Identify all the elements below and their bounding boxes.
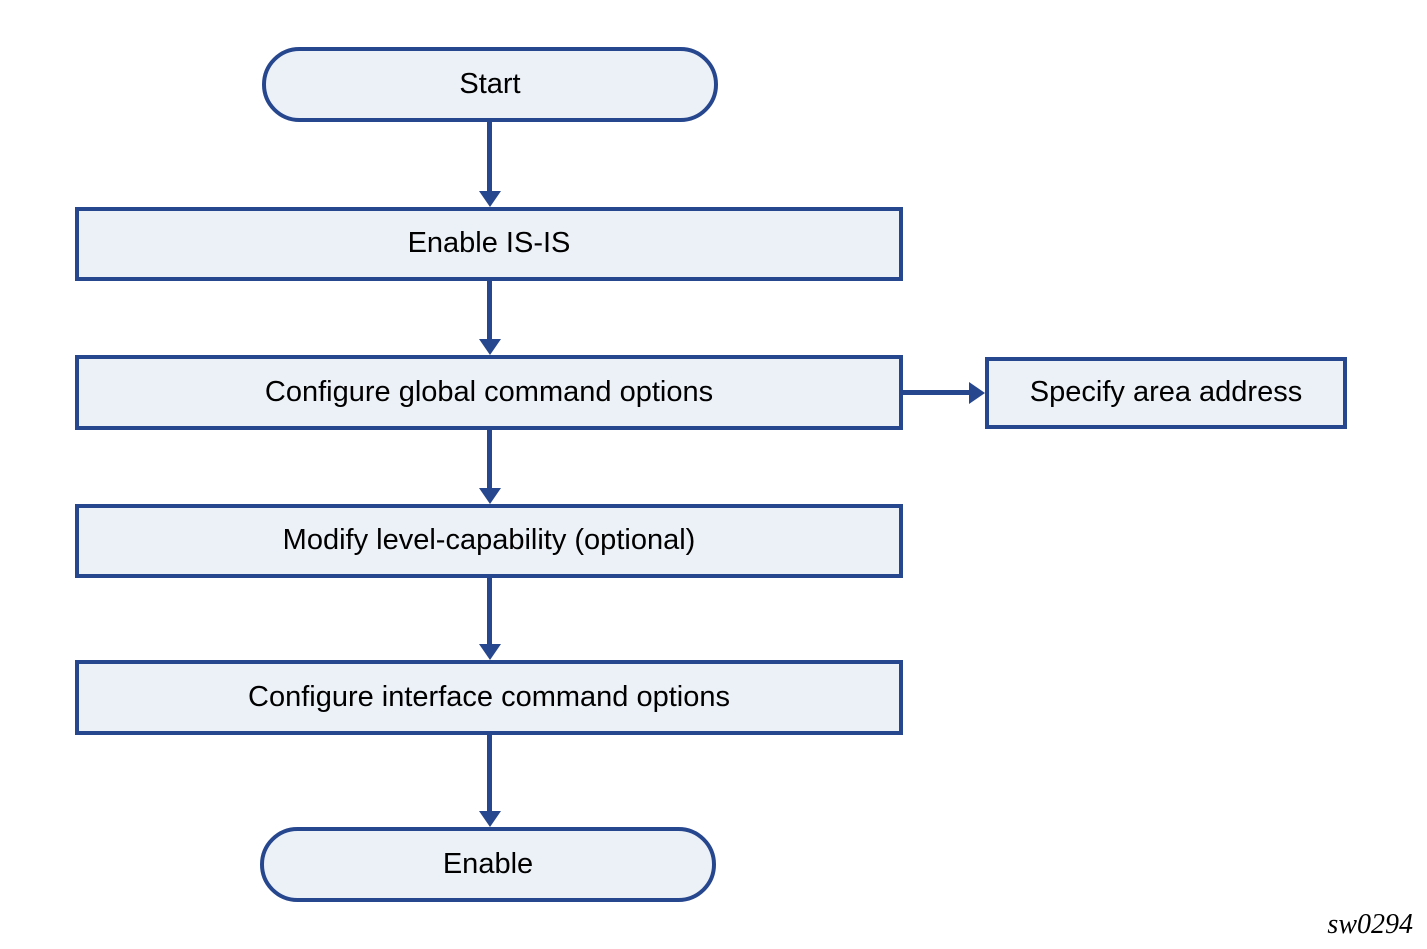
arrowhead-down-icon xyxy=(478,644,501,660)
arrowhead-down-icon xyxy=(478,488,501,504)
node-modify-level: Modify level-capability (optional) xyxy=(75,504,903,578)
arrow-configure-interface-to-enable xyxy=(487,735,492,812)
arrowhead-down-icon xyxy=(478,811,501,827)
node-start-label: Start xyxy=(459,67,521,100)
node-configure-global-label: Configure global command options xyxy=(264,375,714,408)
node-start: Start xyxy=(262,47,718,122)
node-specify-area-label: Specify area address xyxy=(1029,376,1303,409)
node-enable-isis: Enable IS-IS xyxy=(75,207,903,281)
node-enable: Enable xyxy=(260,827,716,902)
node-modify-level-label: Modify level-capability (optional) xyxy=(282,524,696,557)
arrow-configure-global-to-modify-level xyxy=(487,430,492,489)
node-enable-label: Enable xyxy=(442,847,534,880)
arrowhead-down-icon xyxy=(478,339,501,355)
figure-id-label: sw0294 xyxy=(1327,909,1413,940)
node-enable-isis-label: Enable IS-IS xyxy=(407,227,571,260)
arrow-enable-isis-to-configure-global xyxy=(487,281,492,340)
node-specify-area: Specify area address xyxy=(985,357,1347,429)
arrow-modify-level-to-configure-interface xyxy=(487,578,492,645)
node-configure-interface-label: Configure interface command options xyxy=(248,680,730,713)
arrowhead-right-icon xyxy=(969,381,985,404)
arrowhead-down-icon xyxy=(478,191,501,207)
arrow-configure-global-to-specify-area xyxy=(903,390,970,395)
arrow-start-to-enable-isis xyxy=(487,122,492,192)
node-configure-interface: Configure interface command options xyxy=(75,660,903,735)
node-configure-global: Configure global command options xyxy=(75,355,903,430)
